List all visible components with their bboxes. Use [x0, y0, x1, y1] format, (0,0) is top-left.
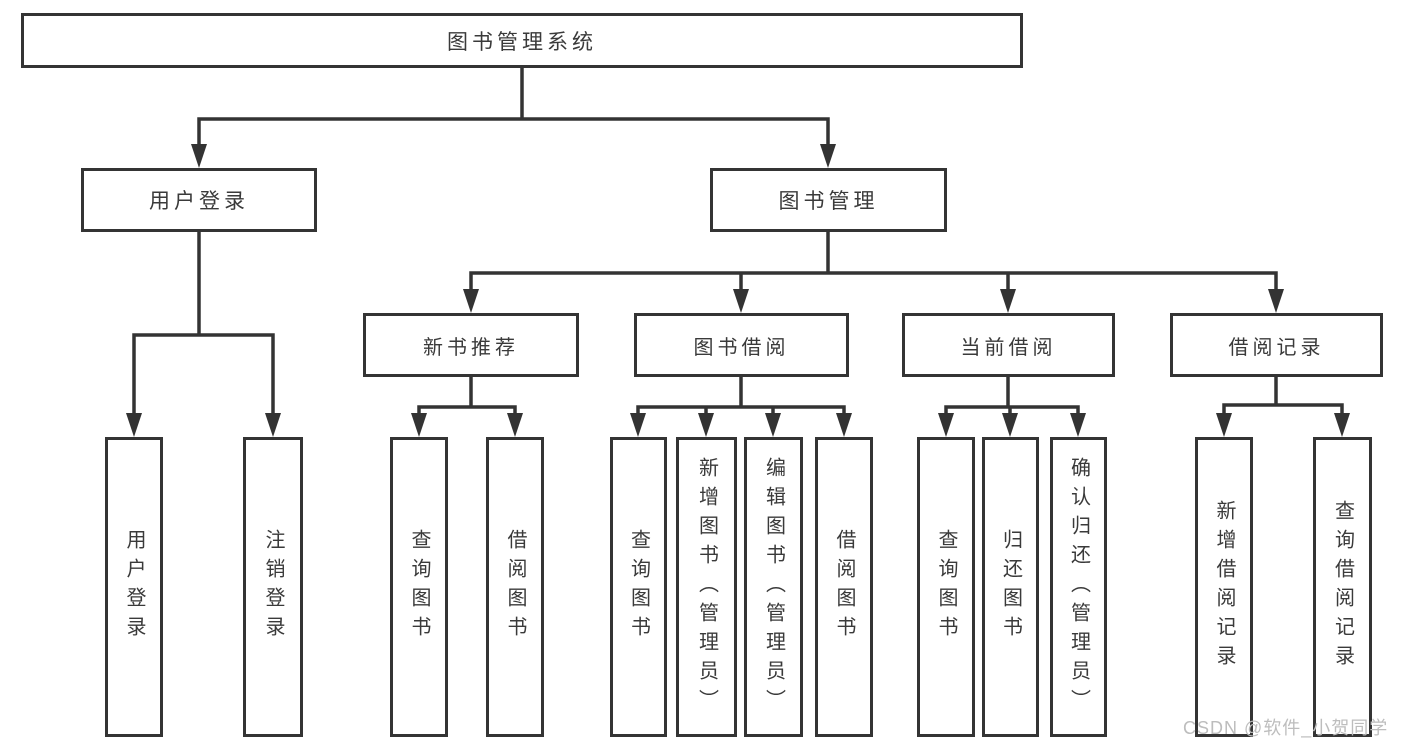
node-book-borrow: 图书借阅 [634, 313, 849, 377]
leaf-query-borrow-record: 查询借阅记录 [1313, 437, 1372, 737]
leaf-label: 查询图书 [935, 529, 957, 645]
leaf-label: 查询图书 [408, 529, 430, 645]
node-new-book-recommend: 新书推荐 [363, 313, 579, 377]
leaf-add-book-admin: 新增图书（管理员） [676, 437, 737, 737]
leaf-add-borrow-record: 新增借阅记录 [1195, 437, 1253, 737]
node-borrow-record: 借阅记录 [1170, 313, 1383, 377]
leaf-label: 归还图书 [999, 529, 1022, 645]
leaf-label: 查询图书 [627, 529, 650, 645]
csdn-watermark: CSDN @软件_小贺同学 [1183, 718, 1389, 738]
leaf-label: 编辑图书（管理员） [762, 456, 785, 718]
node-book-management: 图书管理 [710, 168, 947, 232]
leaf-label: 注销登录 [262, 529, 284, 645]
leaf-logout-login: 注销登录 [243, 437, 303, 737]
leaf-label: 借阅图书 [833, 529, 855, 645]
leaf-label: 查询借阅记录 [1331, 500, 1354, 674]
leaf-label: 新增图书（管理员） [695, 456, 718, 718]
leaf-edit-book-admin: 编辑图书（管理员） [744, 437, 803, 737]
leaf-confirm-return-admin: 确认归还（管理员） [1050, 437, 1107, 737]
leaf-query-book-current: 查询图书 [917, 437, 975, 737]
node-current-borrow: 当前借阅 [902, 313, 1115, 377]
leaf-borrow-book-recommend: 借阅图书 [486, 437, 544, 737]
arrowheads [126, 144, 1350, 437]
leaf-query-book-recommend: 查询图书 [390, 437, 448, 737]
leaf-query-book-borrow: 查询图书 [610, 437, 667, 737]
leaf-user-login: 用户登录 [105, 437, 163, 737]
leaf-borrow-book: 借阅图书 [815, 437, 873, 737]
leaf-label: 确认归还（管理员） [1067, 456, 1090, 718]
leaf-return-book: 归还图书 [982, 437, 1039, 737]
leaf-label: 新增借阅记录 [1213, 500, 1235, 674]
node-library-system: 图书管理系统 [21, 13, 1023, 68]
leaf-label: 用户登录 [123, 529, 145, 645]
node-user-login: 用户登录 [81, 168, 317, 232]
leaf-label: 借阅图书 [504, 529, 526, 645]
